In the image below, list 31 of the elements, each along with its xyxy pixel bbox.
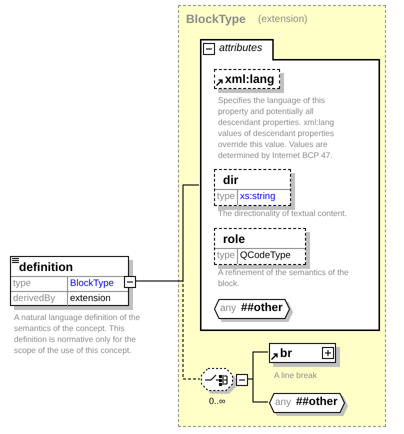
property-label: type (217, 191, 235, 202)
namespace-label: ##other (296, 396, 338, 408)
description-text: Specifies the language of this property and potentially all descendant properties. xml:lang values of descendant properties override this value. Values are determined by Internet BCP 47. (218, 95, 336, 161)
wildcard-box (214, 299, 290, 319)
attribute-group-box (200, 39, 380, 331)
element-name: br (280, 346, 292, 360)
derivation-label: (extension) (258, 14, 308, 25)
element-name: definition (19, 260, 73, 274)
property-label: derivedBy (13, 293, 56, 304)
property-label: type (217, 250, 235, 261)
complex-type-box (178, 5, 386, 427)
property-value: extension (70, 293, 111, 304)
wildcard-box (269, 393, 345, 413)
property-value: QCodeType (240, 250, 291, 261)
property-value: xs:string (240, 191, 276, 202)
property-label: type (13, 278, 31, 289)
connector-line (246, 378, 268, 402)
wildcard-label: any (275, 397, 292, 408)
element-name: xml:lang (225, 72, 274, 86)
description-text: A line break (274, 370, 318, 381)
namespace-label: ##other (241, 302, 283, 314)
description-text: A refinement of the semantics of the block. (218, 267, 350, 289)
property-value: BlockType (70, 278, 114, 289)
wildcard-label: any (220, 303, 236, 314)
description-text: A natural language definition of the semantics of the concept. This definition is normative only for the scope of the use of this concept. (14, 312, 142, 356)
element-name: role (223, 232, 246, 246)
group-title: attributes (219, 42, 262, 54)
occurrence-label: 0..∞ (209, 396, 226, 407)
description-text: The directionality of textual content. (218, 208, 348, 219)
type-name: BlockType (186, 12, 246, 26)
element-name: dir (223, 172, 238, 186)
